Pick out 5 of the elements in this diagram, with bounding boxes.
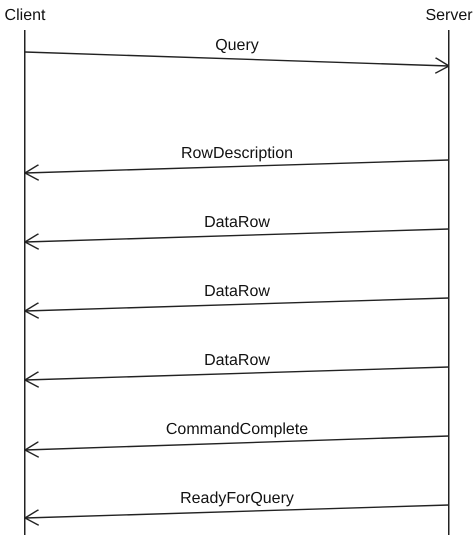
participant-label: Client: [4, 6, 46, 26]
message-label: CommandComplete: [164, 421, 310, 439]
message-label: Query: [213, 37, 261, 55]
participant-label: Server: [424, 6, 474, 26]
message-label: ReadyForQuery: [178, 490, 296, 508]
